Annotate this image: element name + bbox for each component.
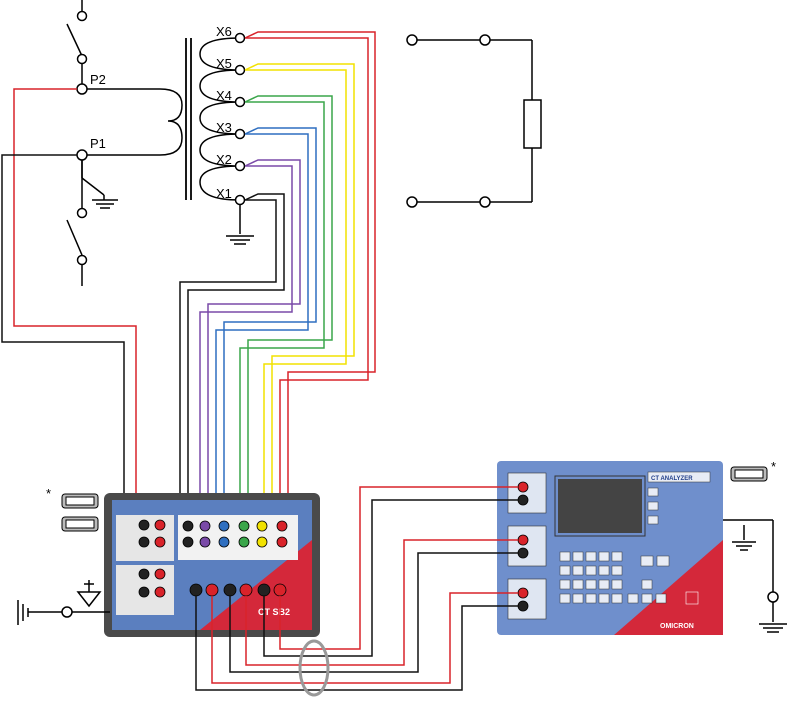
analyzer-brand: OMICRON [660,623,694,630]
tap-wires [179,31,376,518]
x3-label: X3 [216,120,232,135]
tap-terminals [234,32,246,206]
asterisk-right: * [771,459,776,474]
secondary-coil [199,37,254,245]
x5-label: X5 [216,56,232,71]
ct-analyzer-device: CT ANALYZER OMICRON [497,461,723,635]
current-clamp [298,639,330,697]
serial-connectors-left [61,493,99,532]
burden-resistor [406,34,542,208]
cts-title: CT SB2 [258,607,290,617]
cts-ground [17,580,110,625]
p1-terminal [76,149,88,161]
asterisk-left: * [46,486,51,501]
x1-terminal [234,194,246,206]
ct-sb2-device: CT SB2 [104,493,320,637]
x4-terminal [234,96,246,108]
p2-label: P2 [90,72,106,87]
analyzer-title: CT ANALYZER [651,476,693,482]
p1-label: P1 [90,136,106,151]
x3-terminal [234,128,246,140]
x2-terminal [234,160,246,172]
serial-connector-right [730,466,768,482]
x6-terminal [234,32,246,44]
x1-label: X1 [216,186,232,201]
primary-wires [1,88,137,572]
x2-label: X2 [216,152,232,167]
p2-terminal [76,83,88,95]
x6-label: X6 [216,24,232,39]
x4-label: X4 [216,88,232,103]
primary-circuit [66,0,183,286]
analyzer-ground [723,519,787,633]
transformer-core [185,38,192,200]
measurement-wires [195,486,518,691]
x5-terminal [234,64,246,76]
